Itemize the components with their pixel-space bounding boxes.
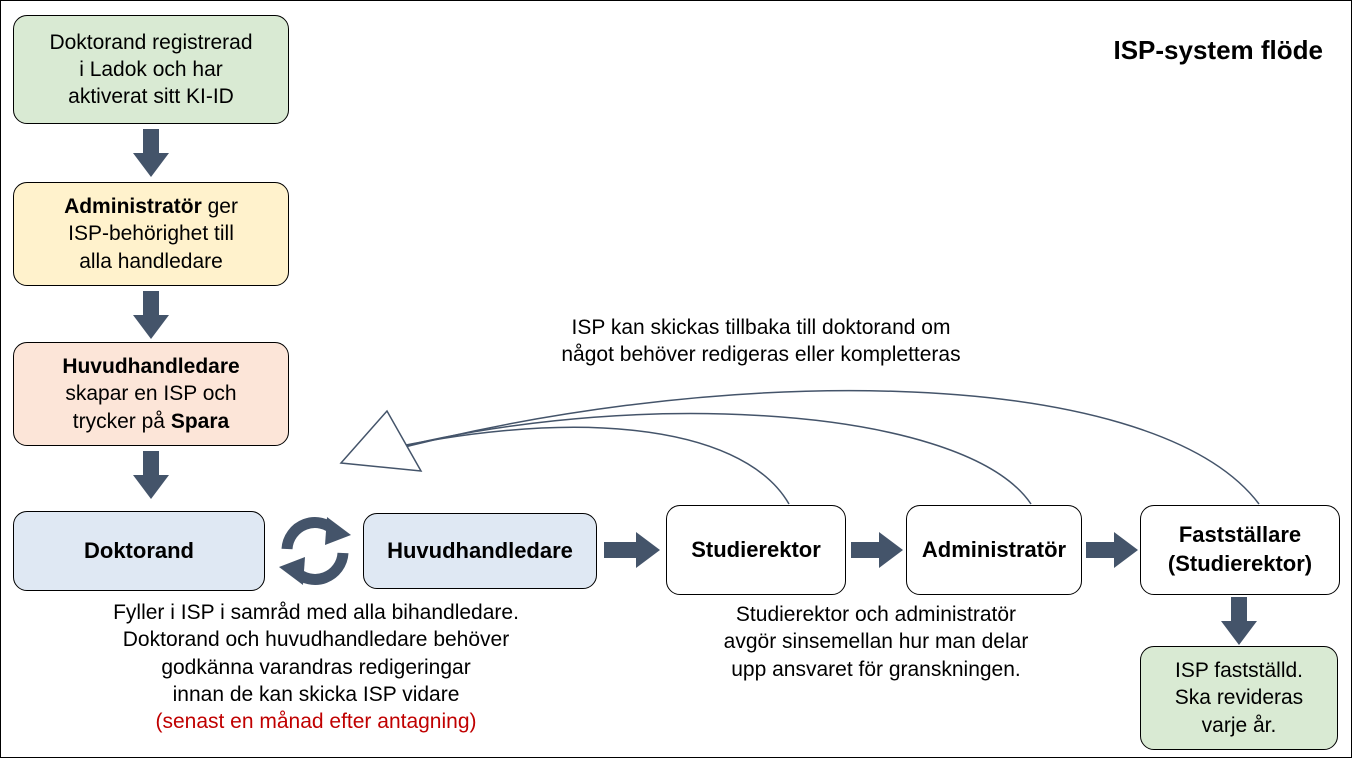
right-arrow-icon (604, 532, 660, 568)
box-faststallare: Fastställare (Studierektor) (1140, 505, 1340, 595)
note-return: ISP kan skickas tillbaka till doktorand … (481, 314, 1041, 369)
diagram-title: ISP-system flöde (1113, 35, 1323, 65)
box-line: aktiverat sitt KI-ID (68, 85, 234, 109)
down-arrow-icon (133, 129, 169, 177)
note-review: Studierektor och administratör avgör sin… (661, 601, 1091, 683)
box-line: ISP-behörighet till (68, 222, 234, 246)
down-arrow-icon (133, 291, 169, 339)
box-doktorand: Doktorand (13, 511, 265, 591)
box-line: Ska revideras (1174, 686, 1304, 710)
box-final: ISP fastställd. Ska revideras varje år. (1140, 646, 1338, 750)
sync-cycle-icon (279, 517, 351, 585)
box-admin-grant: Administratör ger ISP-behörighet till al… (13, 182, 289, 286)
box-line: Fastställare (1178, 522, 1302, 548)
box-line: Doktorand registrerad (49, 30, 253, 54)
note-line: ISP kan skickas tillbaka till doktorand … (571, 316, 951, 339)
right-arrow-icon (1086, 532, 1138, 568)
note-line: innan de kan skicka ISP vidare (172, 682, 460, 706)
box-line: ger (201, 195, 238, 219)
box-administrator: Administratör (906, 505, 1082, 595)
role-label-huvudhandledare: Huvudhandledare (62, 355, 240, 379)
box-line: alla handledare (79, 249, 223, 273)
down-arrow-icon (133, 451, 169, 499)
box-line: (Studierektor) (1167, 551, 1313, 576)
box-line: i Ladok och har (79, 57, 223, 81)
box-line: ISP fastställd. (1174, 659, 1303, 683)
box-line: trycker på (72, 409, 171, 433)
note-line: godkänna varandras redigeringar (161, 655, 471, 679)
right-arrow-icon (851, 532, 903, 568)
box-studierektor: Studierektor (666, 505, 846, 595)
box-line: skapar en ISP och (65, 382, 237, 406)
box-line: varje år. (1201, 713, 1277, 737)
box-supervisor-create: Huvudhandledare skapar en ISP och trycke… (13, 342, 289, 446)
box-doktorand-registered: Doktorand registrerad i Ladok och har ak… (13, 15, 289, 124)
save-label: Spara (170, 409, 230, 433)
note-line: Fyller i ISP i samråd med alla bihandled… (113, 601, 519, 624)
role-label-administrator: Administratör (64, 195, 202, 219)
note-line: Doktorand och huvudhandledare behöver (122, 628, 510, 652)
note-fill: Fyller i ISP i samråd med alla bihandled… (41, 599, 591, 735)
note-line: upp ansvaret för granskningen. (731, 657, 1021, 681)
box-huvudhandledare: Huvudhandledare (363, 513, 597, 589)
down-arrow-icon (1221, 597, 1257, 645)
note-line: Studierektor och administratör (735, 603, 1017, 626)
note-deadline: (senast en månad efter antagning) (155, 710, 477, 734)
note-line: avgör sinsemellan hur man delar (723, 630, 1029, 654)
note-line: något behöver redigeras eller kompletter… (561, 343, 961, 367)
